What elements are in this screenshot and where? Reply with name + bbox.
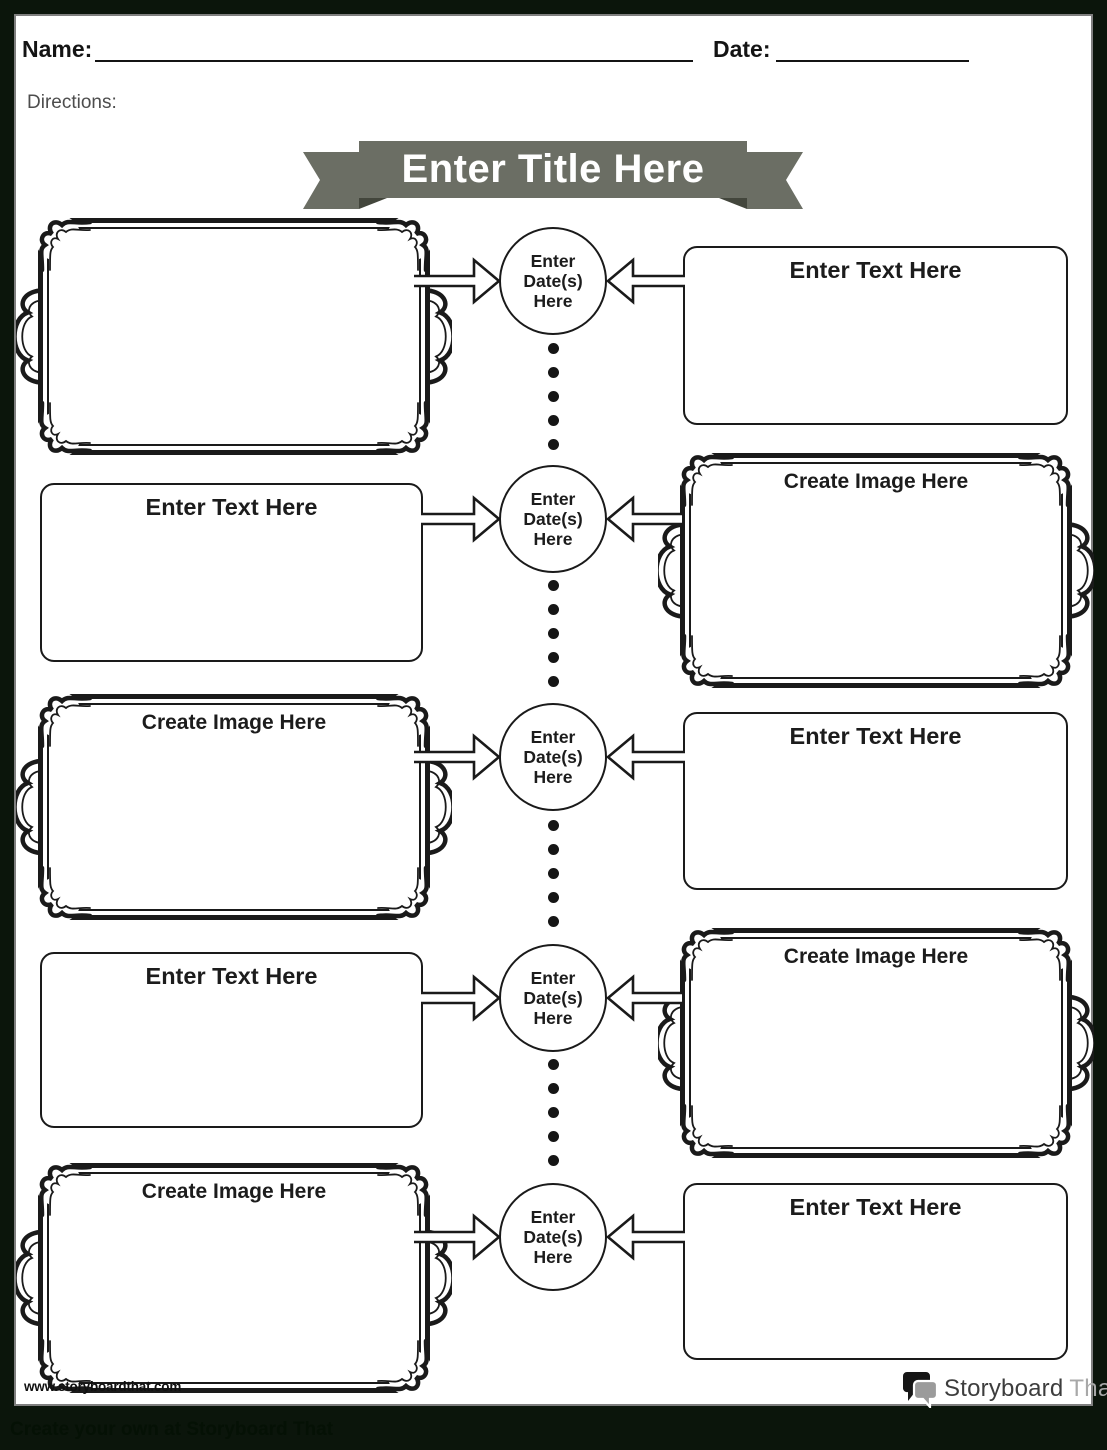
image-frame-row1-left[interactable]: [16, 218, 452, 455]
image-frame-label: [16, 218, 452, 235]
arrow-right-icon: [414, 1213, 502, 1261]
timeline-dots: [548, 820, 559, 927]
timeline-dots: [548, 343, 559, 450]
text-box-row2-left[interactable]: Enter Text Here: [40, 483, 423, 662]
date-label: Date:: [713, 36, 771, 62]
name-label: Name:: [22, 36, 93, 62]
date-circle-line: Enter: [530, 250, 576, 271]
directions-label: Directions:: [27, 92, 117, 113]
text-box-label: Enter Text Here: [145, 963, 318, 989]
timeline-dots: [548, 1059, 559, 1166]
title-ribbon: [303, 141, 803, 209]
arrow-left-icon: [605, 733, 685, 781]
date-circle-line: Date(s): [523, 1226, 583, 1247]
image-frame-row4-right[interactable]: Create Image Here: [658, 928, 1094, 1158]
arrow-right-icon: [421, 495, 502, 543]
date-input-line[interactable]: [776, 60, 969, 62]
date-circle-2[interactable]: Enter Date(s) Here: [499, 465, 607, 573]
date-circle-1[interactable]: Enter Date(s) Here: [499, 227, 607, 335]
text-box-row1-right[interactable]: Enter Text Here: [683, 246, 1068, 425]
text-box-label: Enter Text Here: [789, 1194, 962, 1220]
date-circle-line: Enter: [530, 1206, 576, 1227]
arrow-left-icon: [605, 1213, 685, 1261]
date-circle-line: Here: [533, 291, 573, 312]
image-frame-label: Create Image Here: [783, 470, 969, 493]
date-circle-line: Here: [533, 529, 573, 550]
logo-text-that: That: [1069, 1375, 1107, 1402]
arrow-right-icon: [421, 974, 502, 1022]
date-circle-line: Date(s): [523, 270, 583, 291]
text-box-row5-right[interactable]: Enter Text Here: [683, 1183, 1068, 1360]
name-input-line[interactable]: [95, 60, 693, 62]
date-circle-line: Enter: [530, 488, 576, 509]
image-frame-label: Create Image Here: [141, 1180, 327, 1203]
image-frame-label: Create Image Here: [783, 945, 969, 968]
speech-bubbles-icon: [903, 1372, 938, 1408]
text-box-label: Enter Text Here: [789, 723, 962, 749]
date-circle-5[interactable]: Enter Date(s) Here: [499, 1183, 607, 1291]
date-circle-line: Here: [533, 1247, 573, 1268]
date-circle-line: Date(s): [523, 987, 583, 1008]
text-box-row3-right[interactable]: Enter Text Here: [683, 712, 1068, 890]
arrow-left-icon: [605, 974, 682, 1022]
arrow-left-icon: [605, 257, 685, 305]
image-frame-row5-left[interactable]: Create Image Here: [16, 1163, 452, 1393]
date-circle-line: Enter: [530, 967, 576, 988]
footer-promo-text: Create your own at Storyboard That: [10, 1419, 334, 1440]
website-url: www.storyboardthat.com: [24, 1379, 182, 1394]
image-frame-row3-left[interactable]: Create Image Here: [16, 694, 452, 920]
text-box-label: Enter Text Here: [145, 494, 318, 520]
arrow-left-icon: [605, 495, 682, 543]
date-circle-line: Enter: [530, 726, 576, 747]
date-circle-line: Here: [533, 767, 573, 788]
date-circle-line: Here: [533, 1008, 573, 1029]
arrow-right-icon: [414, 733, 502, 781]
date-circle-3[interactable]: Enter Date(s) Here: [499, 703, 607, 811]
timeline-dots: [548, 580, 559, 687]
date-circle-4[interactable]: Enter Date(s) Here: [499, 944, 607, 1052]
image-frame-label: Create Image Here: [141, 711, 327, 734]
arrow-right-icon: [414, 257, 502, 305]
date-circle-line: Date(s): [523, 746, 583, 767]
image-frame-row2-right[interactable]: Create Image Here: [658, 453, 1094, 688]
text-box-label: Enter Text Here: [789, 257, 962, 283]
title-placeholder[interactable]: Enter Title Here: [401, 147, 705, 191]
date-circle-line: Date(s): [523, 508, 583, 529]
logo-text-storyboard: Storyboard: [944, 1375, 1064, 1402]
text-box-row4-left[interactable]: Enter Text Here: [40, 952, 423, 1128]
